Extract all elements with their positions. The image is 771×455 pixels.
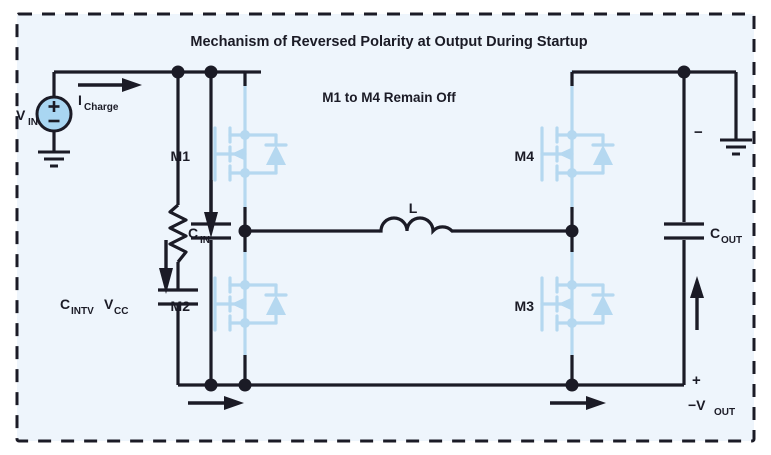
mosfet-m1[interactable] bbox=[213, 70, 288, 214]
label-vout: −V OUT bbox=[688, 397, 735, 418]
label-m1: M1 bbox=[171, 148, 191, 164]
label-vin-sub: IN bbox=[28, 117, 38, 128]
mosfet-m4[interactable] bbox=[540, 70, 615, 214]
capacitor-cintvcc[interactable] bbox=[158, 288, 198, 318]
output-plus-sign: + bbox=[692, 372, 701, 389]
note-text: M1 to M4 Remain Off bbox=[322, 90, 456, 105]
current-arrow-group bbox=[78, 78, 704, 410]
junction-dots bbox=[171, 65, 691, 392]
label-vin: V IN bbox=[16, 107, 38, 128]
label-vout-main: −V bbox=[688, 397, 706, 413]
label-icharge: I Charge bbox=[78, 92, 119, 113]
node-bot-b bbox=[238, 378, 252, 392]
output-minus-sign: − bbox=[694, 124, 703, 141]
label-cintvcc-main: C bbox=[60, 296, 70, 312]
arrow-bottom-left bbox=[188, 396, 244, 410]
arrow-bottom-right bbox=[550, 396, 606, 410]
label-cout: C OUT bbox=[710, 225, 742, 246]
node-top-a bbox=[171, 65, 185, 79]
resistor-r1[interactable] bbox=[168, 203, 188, 263]
page-title: Mechanism of Reversed Polarity at Output… bbox=[190, 34, 587, 50]
label-vout-sub: OUT bbox=[714, 407, 735, 418]
label-m3: M3 bbox=[515, 298, 535, 314]
node-bot-c bbox=[565, 378, 579, 392]
label-cintvcc-sub2: CC bbox=[114, 306, 128, 317]
label-m2: M2 bbox=[171, 298, 191, 314]
label-vin-main: V bbox=[16, 107, 26, 123]
node-sw-right bbox=[565, 224, 579, 238]
label-icharge-sub: Charge bbox=[84, 102, 119, 113]
arrow-cout-branch bbox=[690, 276, 704, 330]
label-cin: C IN bbox=[188, 225, 210, 246]
label-cintvcc-sub1: INTV bbox=[71, 306, 94, 317]
wire-group bbox=[52, 70, 738, 387]
arrow-icharge bbox=[78, 78, 142, 92]
label-cin-main: C bbox=[188, 225, 198, 241]
label-inductor: L bbox=[409, 200, 418, 216]
label-cintvcc-v: V bbox=[104, 296, 114, 312]
voltage-source-vin[interactable] bbox=[35, 95, 73, 133]
ground-output bbox=[720, 138, 752, 156]
diagram-panel bbox=[15, 12, 756, 443]
arrow-cin-branch bbox=[204, 180, 218, 238]
node-bot-a bbox=[204, 378, 218, 392]
label-cin-sub: IN bbox=[200, 235, 210, 246]
label-cout-main: C bbox=[710, 225, 720, 241]
label-cintvcc: C INTV V CC bbox=[60, 296, 128, 317]
node-sw-left bbox=[238, 224, 252, 238]
label-icharge-main: I bbox=[78, 92, 82, 108]
mosfet-group bbox=[213, 70, 615, 387]
node-out-top bbox=[677, 65, 691, 79]
capacitor-cout[interactable] bbox=[664, 222, 704, 240]
label-cout-sub: OUT bbox=[721, 235, 742, 246]
inductor-l[interactable] bbox=[378, 216, 454, 236]
node-top-b bbox=[204, 65, 218, 79]
ground-input bbox=[38, 150, 70, 168]
arrow-cintvcc-branch bbox=[159, 240, 173, 294]
label-m4: M4 bbox=[515, 148, 535, 164]
